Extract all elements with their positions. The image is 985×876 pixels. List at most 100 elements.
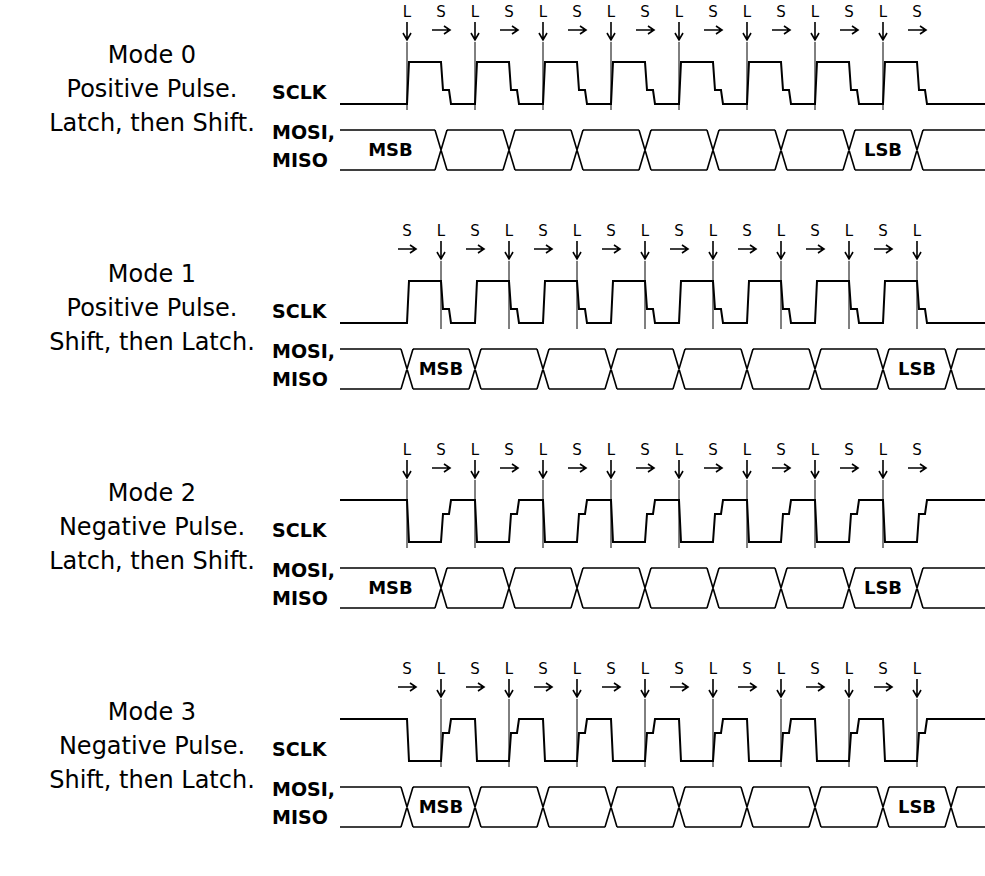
mode-title: Mode 0 [108, 43, 196, 67]
edge-letter: S [606, 224, 616, 239]
data-bus [340, 787, 985, 827]
edge-letter: S [844, 443, 854, 458]
bit-label: LSB [896, 798, 938, 816]
edge-letter: L [913, 662, 921, 677]
data-bus [340, 130, 985, 170]
edge-arrow [403, 22, 926, 40]
edge-letter: S [436, 5, 446, 20]
edge-letter: L [471, 5, 479, 20]
edge-letter: S [912, 443, 922, 458]
edge-letter: S [504, 443, 514, 458]
edge-letter: S [572, 443, 582, 458]
edge-letter: L [539, 5, 547, 20]
edge-letter: L [777, 224, 785, 239]
edge-letter: L [607, 5, 615, 20]
data-bus [340, 349, 985, 389]
signal-name: MOSI, [272, 561, 335, 580]
edge-letter: L [879, 443, 887, 458]
bit-label: MSB [366, 141, 415, 159]
data-bus [340, 568, 985, 608]
signal-name: SCLK [272, 83, 326, 102]
bit-label: MSB [417, 360, 466, 378]
edge-letter: L [811, 5, 819, 20]
edge-letter: S [640, 443, 650, 458]
edge-letter: L [641, 224, 649, 239]
bit-label: LSB [896, 360, 938, 378]
edge-letter: L [505, 662, 513, 677]
signal-name: MISO [272, 589, 328, 608]
edge-letter: S [708, 5, 718, 20]
bit-label: MSB [366, 579, 415, 597]
signal-name: MOSI, [272, 780, 335, 799]
edge-letter: L [845, 662, 853, 677]
signal-name: MOSI, [272, 342, 335, 361]
edge-letter: L [709, 224, 717, 239]
edge-letter: S [810, 224, 820, 239]
edge-letter: S [776, 5, 786, 20]
edge-letter: L [743, 443, 751, 458]
edge-letter: S [402, 224, 412, 239]
edge-letter: S [912, 5, 922, 20]
edge-letter: L [471, 443, 479, 458]
edge-letter: L [607, 443, 615, 458]
sclk-waveform [340, 719, 985, 761]
edge-letter: S [470, 224, 480, 239]
mode-order: Latch, then Shift. [49, 549, 255, 573]
bit-label: LSB [862, 579, 904, 597]
mode-polarity: Negative Pulse. [59, 515, 245, 539]
edge-letter: L [437, 224, 445, 239]
edge-letter: S [436, 443, 446, 458]
edge-letter: L [675, 443, 683, 458]
edge-letter: S [878, 662, 888, 677]
edge-letter: L [675, 5, 683, 20]
signal-name: SCLK [272, 521, 326, 540]
edge-letter: S [674, 662, 684, 677]
edge-letter: L [573, 662, 581, 677]
mode-order: Shift, then Latch. [49, 330, 255, 354]
edge-letter: L [743, 5, 751, 20]
mode-polarity: Negative Pulse. [59, 734, 245, 758]
edge-letter: S [776, 443, 786, 458]
edge-arrow [398, 241, 921, 259]
edge-letter: L [505, 224, 513, 239]
signal-name: SCLK [272, 740, 326, 759]
edge-letter: S [640, 5, 650, 20]
edge-letter: L [437, 662, 445, 677]
edge-letter: S [470, 662, 480, 677]
bit-label: LSB [862, 141, 904, 159]
edge-letter: L [403, 443, 411, 458]
edge-letter: S [742, 662, 752, 677]
signal-name: MOSI, [272, 123, 335, 142]
mode-polarity: Positive Pulse. [67, 77, 238, 101]
edge-letter: S [504, 5, 514, 20]
mode-order: Latch, then Shift. [49, 111, 255, 135]
edge-letter: L [777, 662, 785, 677]
edge-letter: L [539, 443, 547, 458]
sclk-waveform [340, 62, 985, 104]
edge-letter: S [538, 662, 548, 677]
edge-letter: S [572, 5, 582, 20]
sclk-waveform [340, 281, 985, 323]
edge-letter: L [811, 443, 819, 458]
edge-letter: S [538, 224, 548, 239]
edge-letter: L [709, 662, 717, 677]
signal-name: MISO [272, 808, 328, 827]
edge-letter: S [844, 5, 854, 20]
edge-letter: S [810, 662, 820, 677]
mode-polarity: Positive Pulse. [67, 296, 238, 320]
edge-letter: L [403, 5, 411, 20]
edge-letter: L [641, 662, 649, 677]
bit-label: MSB [417, 798, 466, 816]
mode-title: Mode 2 [108, 481, 196, 505]
signal-name: SCLK [272, 302, 326, 321]
mode-title: Mode 3 [108, 700, 196, 724]
edge-arrow [403, 460, 926, 478]
edge-letter: S [674, 224, 684, 239]
edge-letter: S [606, 662, 616, 677]
signal-name: MISO [272, 151, 328, 170]
edge-arrow [398, 679, 921, 697]
edge-letter: S [742, 224, 752, 239]
edge-letter: S [402, 662, 412, 677]
edge-letter: S [878, 224, 888, 239]
signal-name: MISO [272, 370, 328, 389]
